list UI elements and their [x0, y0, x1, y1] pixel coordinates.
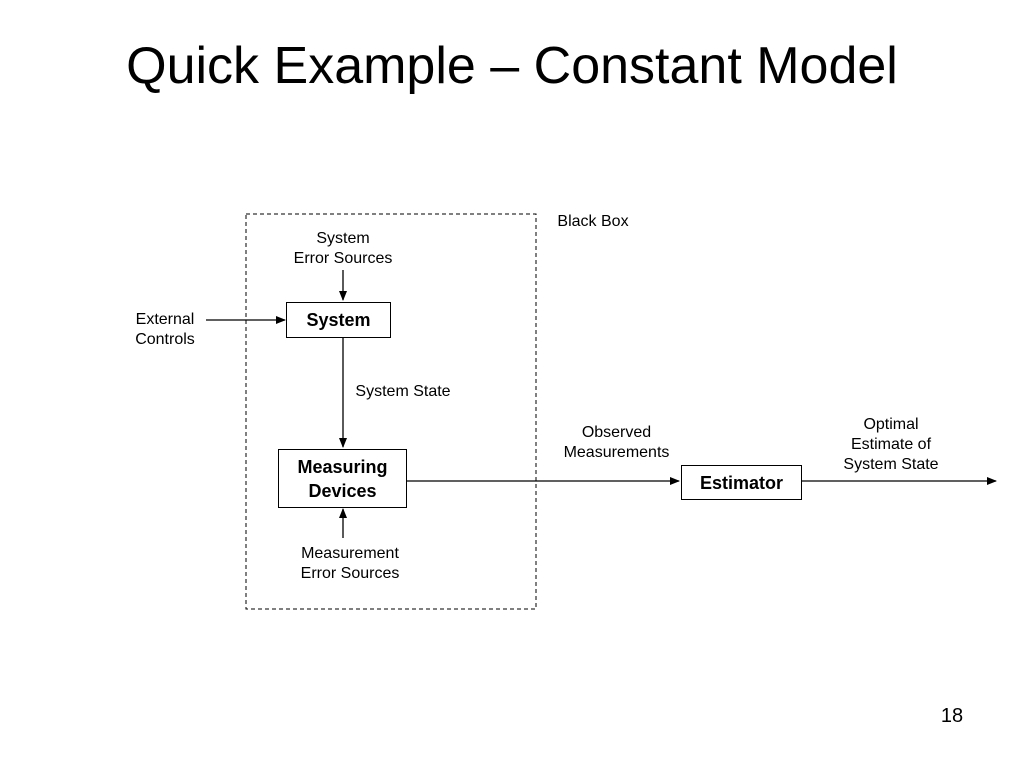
optimal-estimate-line-2: Estimate of — [850, 436, 932, 453]
page-number: 18 — [940, 705, 964, 727]
black-box-label-text: Black Box — [557, 213, 629, 230]
measuring-devices-box: Measuring Devices — [278, 449, 407, 508]
measurement-error-sources-label: Measurement Error Sources — [280, 544, 420, 584]
slide-title: Quick Example – Constant Model — [126, 37, 898, 95]
system-state-label: System State — [343, 382, 463, 402]
system-error-sources-label: System Error Sources — [273, 229, 413, 269]
measurement-error-sources-line-1: Measurement — [301, 545, 399, 562]
system-error-sources-line-1: System — [316, 230, 370, 247]
measuring-devices-line-1: Measuring — [297, 456, 388, 477]
system-state-text: System State — [355, 383, 451, 400]
system-box-label: System — [306, 310, 371, 330]
black-box-boundary — [245, 213, 537, 610]
external-controls-line-1: External — [135, 311, 195, 328]
optimal-estimate-line-3: System State — [843, 456, 939, 473]
measuring-devices-line-2: Devices — [308, 480, 377, 501]
optimal-estimate-label: Optimal Estimate of System State — [826, 415, 956, 475]
black-box-label: Black Box — [548, 212, 638, 232]
external-controls-label: External Controls — [120, 310, 210, 350]
observed-measurements-line-2: Measurements — [563, 444, 670, 461]
optimal-estimate-line-1: Optimal — [863, 416, 919, 433]
measurement-error-sources-line-2: Error Sources — [300, 565, 400, 582]
system-box: System — [286, 302, 391, 338]
external-controls-line-2: Controls — [135, 331, 195, 348]
estimator-box-label: Estimator — [699, 472, 784, 493]
system-error-sources-line-2: Error Sources — [293, 250, 393, 267]
observed-measurements-label: Observed Measurements — [550, 423, 683, 463]
estimator-box: Estimator — [681, 465, 802, 500]
observed-measurements-line-1: Observed — [581, 424, 652, 441]
